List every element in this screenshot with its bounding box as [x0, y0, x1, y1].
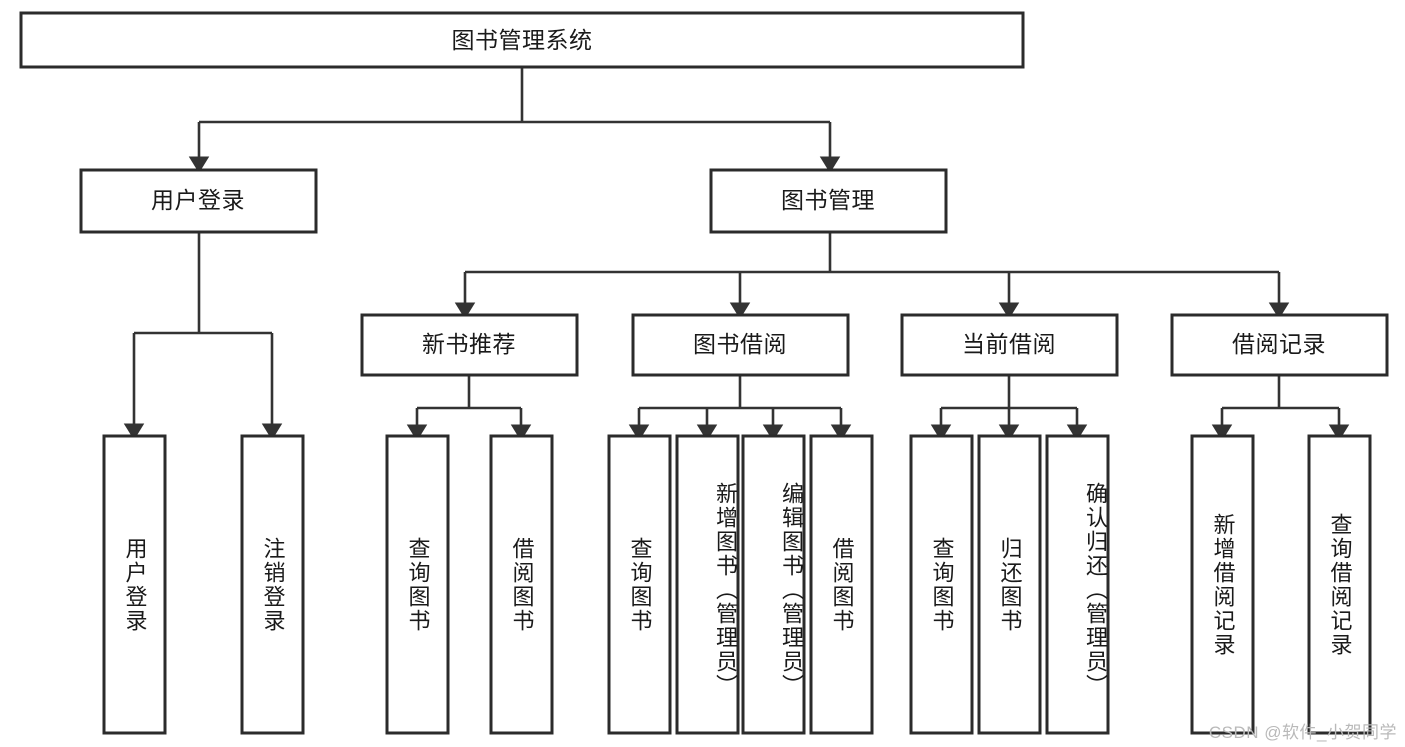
node-leaf-confirm-return-box[interactable]: [1045, 434, 1110, 735]
node-layer: 图书管理系统 用户登录 图书管理 新书推荐 图书借阅 当前借阅 借阅记录: [19, 11, 1389, 735]
node-leaf-borrow-book-2-box[interactable]: [809, 434, 874, 735]
node-leaf-edit-book-box[interactable]: [741, 434, 806, 735]
node-user-login-label: 用户登录: [151, 187, 245, 213]
node-current-borrow-box[interactable]: [900, 313, 1119, 377]
node-book-borrow-label: 图书借阅: [693, 331, 787, 357]
node-leaf-add-book-box[interactable]: [675, 434, 740, 735]
node-leaf-add-record-box[interactable]: [1190, 434, 1255, 735]
node-root-label: 图书管理系统: [452, 27, 593, 53]
node-book-management-label: 图书管理: [781, 187, 875, 213]
node-leaf-query-book-1-box[interactable]: [385, 434, 450, 735]
node-leaf-query-book-2-box[interactable]: [607, 434, 672, 735]
node-leaf-user-login-box[interactable]: [102, 434, 167, 735]
node-borrow-record-label: 借阅记录: [1232, 331, 1326, 357]
node-leaf-borrow-book-1-box[interactable]: [489, 434, 554, 735]
node-leaf-query-record-box[interactable]: [1307, 434, 1372, 735]
node-root-box[interactable]: [19, 11, 1025, 69]
node-leaf-query-book-3-box[interactable]: [909, 434, 974, 735]
node-new-book-recommend-box[interactable]: [360, 313, 579, 377]
node-book-borrow-box[interactable]: [631, 313, 850, 377]
node-book-management-box[interactable]: [709, 168, 948, 234]
node-new-book-recommend-label: 新书推荐: [422, 331, 516, 357]
csdn-watermark: CSDN @软件_小贺同学: [1208, 723, 1397, 742]
node-leaf-logout-login-box[interactable]: [240, 434, 305, 735]
node-current-borrow-label: 当前借阅: [962, 331, 1056, 357]
connector-layer: [123, 67, 1350, 442]
node-user-login-box[interactable]: [79, 168, 318, 234]
node-borrow-record-box[interactable]: [1170, 313, 1389, 377]
node-leaf-return-book-box[interactable]: [977, 434, 1042, 735]
